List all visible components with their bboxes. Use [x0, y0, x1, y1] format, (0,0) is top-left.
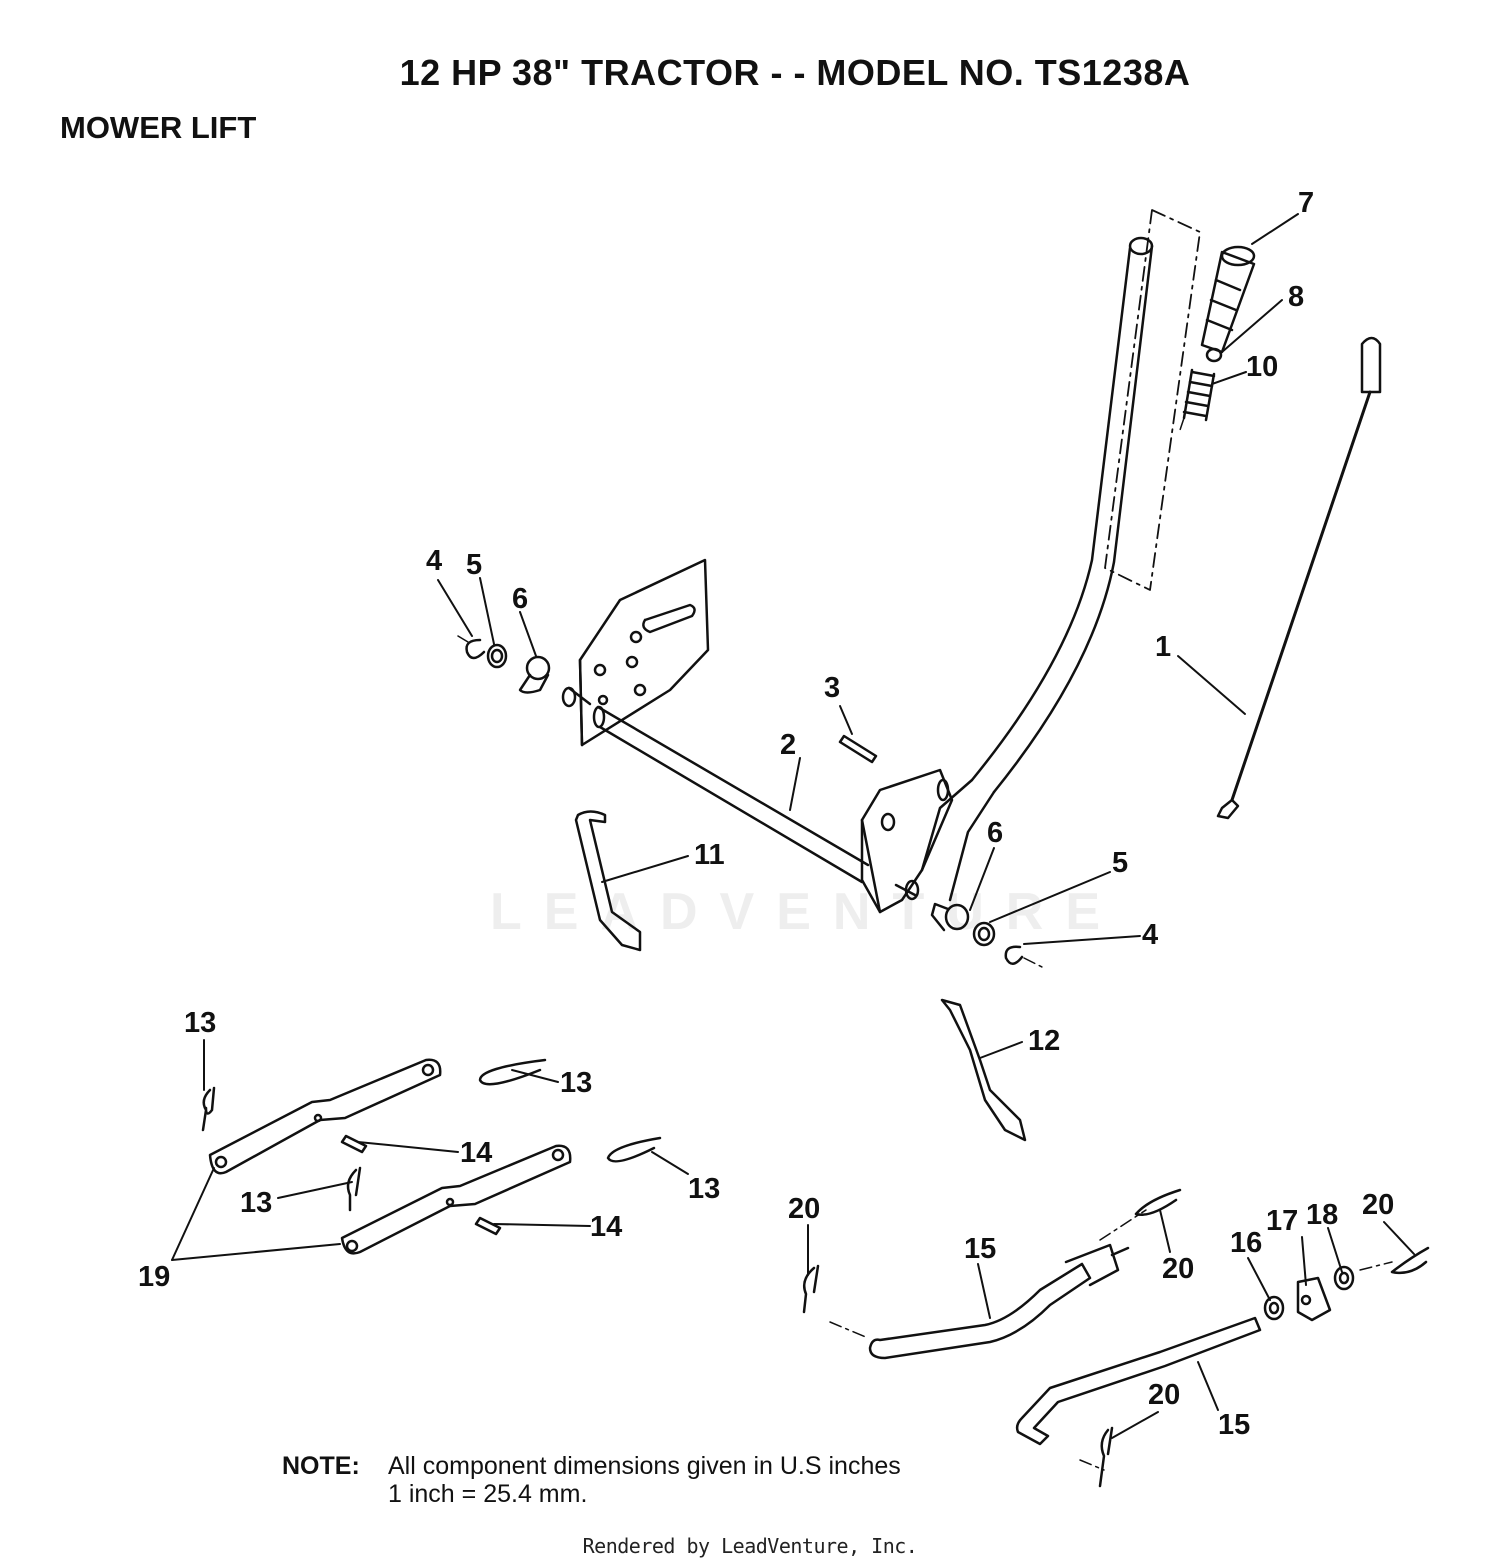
- note-text: All component dimensions given in U.S in…: [388, 1452, 901, 1508]
- callout-4-right: 4: [1142, 919, 1158, 951]
- callout-15-a: 15: [964, 1233, 996, 1265]
- callout-13-b: 13: [560, 1067, 592, 1099]
- hair-pin-right: [606, 1136, 662, 1163]
- hair-pin-20-d: [1098, 1426, 1114, 1488]
- dimension-note: NOTE: All component dimensions given in U…: [282, 1452, 901, 1508]
- center-lines: [457, 417, 1393, 1471]
- lift-link-right: [940, 998, 1027, 1142]
- callout-6-left: 6: [512, 583, 528, 615]
- callout-20-a: 20: [788, 1193, 820, 1225]
- callout-14-b: 14: [590, 1211, 622, 1243]
- lever-spring: [1182, 368, 1216, 422]
- footer-credit: Rendered by LeadVenture, Inc.: [582, 1534, 918, 1558]
- hair-pin-20-a: [802, 1264, 820, 1314]
- callout-2: 2: [780, 729, 796, 761]
- callout-7: 7: [1298, 187, 1314, 219]
- right-washer: [972, 921, 996, 947]
- callout-16: 16: [1230, 1227, 1262, 1259]
- note-line-2: 1 inch = 25.4 mm.: [388, 1480, 588, 1508]
- callout-5-left: 5: [466, 549, 482, 581]
- callout-4-left: 4: [426, 545, 442, 577]
- diagram-title: 12 HP 38" TRACTOR - - MODEL NO. TS1238A: [399, 52, 1191, 93]
- callout-20-c: 20: [1362, 1189, 1394, 1221]
- roll-pin-small-1: [340, 1134, 368, 1154]
- callout-18: 18: [1306, 1199, 1338, 1231]
- callout-5-right: 5: [1112, 847, 1128, 879]
- callout-17: 17: [1266, 1205, 1298, 1237]
- lock-nut: [1333, 1265, 1355, 1291]
- note-label: NOTE:: [282, 1452, 360, 1480]
- lift-arm-upper: [208, 1058, 442, 1175]
- jam-nut: [1263, 1295, 1285, 1321]
- adjust-block: [1296, 1276, 1332, 1322]
- lift-arm-lower: [340, 1144, 572, 1255]
- grip-cap: [1205, 347, 1223, 363]
- right-bushing: [930, 902, 970, 932]
- callout-15-b: 15: [1218, 1409, 1250, 1441]
- lift-link-left: [574, 810, 642, 952]
- hair-pin-20-b: [1134, 1188, 1182, 1216]
- left-bushing: [518, 655, 551, 694]
- mounting-bracket: [578, 558, 710, 747]
- callout-3: 3: [824, 672, 840, 704]
- callout-labels: 1 2 3 4 5 6 4 5 6 7 8 10 11 12 13 13 13 …: [138, 187, 1394, 1441]
- callout-20-d: 20: [1148, 1379, 1180, 1411]
- drawbar-upper: [868, 1243, 1130, 1360]
- watermark-text: LEADVENTURE: [490, 883, 1123, 941]
- callout-13-c: 13: [688, 1173, 720, 1205]
- left-retaining-ring: [465, 638, 486, 660]
- callout-13-a: 13: [184, 1007, 216, 1039]
- leader-lines: [171, 213, 1415, 1439]
- callout-10: 10: [1246, 351, 1278, 383]
- drawbar-lower: [1015, 1316, 1262, 1446]
- handle-grip: [1200, 245, 1256, 354]
- callout-13-d: 13: [240, 1187, 272, 1219]
- hair-pin-upper-left: [201, 1086, 216, 1132]
- roll-pin-small-2: [474, 1216, 502, 1236]
- callout-12: 12: [1028, 1025, 1060, 1057]
- callout-11: 11: [694, 839, 725, 871]
- lift-rod: [1216, 336, 1382, 820]
- hair-pin-upper-mid: [478, 1058, 547, 1086]
- hair-pin-20-c: [1390, 1246, 1430, 1275]
- note-line-1: All component dimensions given in U.S in…: [388, 1452, 901, 1480]
- section-title: MOWER LIFT: [60, 110, 257, 145]
- callout-20-b: 20: [1162, 1253, 1194, 1285]
- right-retaining-ring: [1004, 945, 1024, 965]
- lift-handle-lever: [860, 236, 1154, 914]
- callout-1: 1: [1155, 631, 1171, 663]
- callout-19: 19: [138, 1261, 170, 1293]
- lift-shaft: [561, 686, 920, 901]
- hair-pin-lower-left: [346, 1166, 362, 1212]
- callout-6-right: 6: [987, 817, 1003, 849]
- left-washer: [486, 643, 508, 669]
- callout-14-a: 14: [460, 1137, 492, 1169]
- phantom-handle-outline: [1104, 209, 1201, 591]
- callout-8: 8: [1288, 281, 1304, 313]
- roll-pin: [838, 734, 878, 764]
